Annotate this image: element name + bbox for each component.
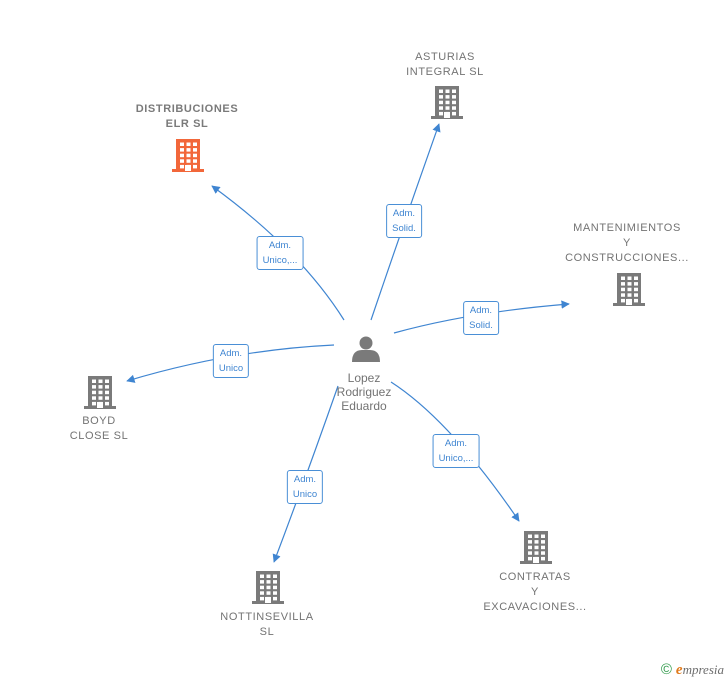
relation-label-nottinsevilla-line: Unico [292,489,318,500]
relation-label-boyd[interactable]: Adm. Unico [212,344,250,378]
company-name-asturias-line: INTEGRAL SL [406,66,484,78]
company-name-contratas[interactable]: CONTRATAS Y EXCAVACIONES... [483,570,586,615]
company-name-boyd[interactable]: BOYD CLOSE SL [70,414,129,444]
company-name-contratas-line: EXCAVACIONES... [483,601,587,613]
company-name-nottinsevilla-line: SL [259,626,275,638]
relation-label-distribuciones[interactable]: Adm. Unico,... [256,236,304,270]
copyright-icon: © [660,661,672,678]
relation-label-mantenimientos-line: Adm. [469,305,493,316]
building-icon[interactable] [84,376,116,409]
brand-name: empresia [676,661,724,679]
company-name-contratas-line: Y [531,586,539,598]
company-name-contratas-line: CONTRATAS [499,571,571,583]
building-icon[interactable] [520,531,552,564]
building-icon[interactable] [252,571,284,604]
person-icon[interactable] [352,336,380,363]
company-name-mantenimientos-line: MANTENIMIENTOS [573,222,681,234]
company-name-mantenimientos-line: Y [623,237,631,249]
brand-watermark: © empresia [661,661,724,679]
person-name-line: Lopez [347,371,381,385]
relation-label-contratas-line: Unico,... [438,453,474,464]
relation-label-nottinsevilla[interactable]: Adm. Unico [286,470,324,504]
relation-label-distribuciones-line: Adm. [268,240,292,251]
company-name-mantenimientos[interactable]: MANTENIMIENTOS Y CONSTRUCCIONES... [565,221,689,266]
brand-initial: e [675,662,683,678]
person-name-line: Eduardo [341,399,387,413]
relation-label-boyd-line: Unico [218,363,244,374]
building-icon[interactable] [172,139,204,172]
edges-layer [126,123,570,563]
company-name-mantenimientos-line: CONSTRUCCIONES... [565,252,689,264]
company-name-distribuciones[interactable]: DISTRIBUCIONES ELR SL [136,102,239,132]
relation-label-contratas-line: Adm. [444,438,468,449]
relation-label-distribuciones-line: Unico,... [262,255,298,266]
company-name-nottinsevilla-line: NOTTINSEVILLA [220,611,314,623]
company-name-asturias[interactable]: ASTURIAS INTEGRAL SL [406,50,484,80]
relation-label-boyd-line: Adm. [219,348,243,359]
company-name-asturias-line: ASTURIAS [415,51,475,63]
building-icon[interactable] [613,273,645,306]
relation-label-asturias[interactable]: Adm. Solid. [386,204,422,238]
relation-label-nottinsevilla-line: Adm. [293,474,317,485]
company-name-nottinsevilla[interactable]: NOTTINSEVILLA SL [220,610,313,640]
relation-label-mantenimientos[interactable]: Adm. Solid. [463,301,499,335]
icons-layer [84,86,645,604]
building-icon[interactable] [431,86,463,119]
relation-label-asturias-line: Adm. [392,208,416,219]
company-name-distribuciones-line: DISTRIBUCIONES [135,103,239,115]
brand-rest: mpresia [682,662,724,677]
relation-label-mantenimientos-line: Solid. [469,320,493,331]
company-name-boyd-line: BOYD [82,415,116,427]
company-name-distribuciones-line: ELR SL [165,118,209,130]
company-name-boyd-line: CLOSE SL [69,430,129,442]
relation-label-asturias-line: Solid. [392,223,416,234]
relation-label-contratas[interactable]: Adm. Unico,... [432,434,480,468]
person-name-line: Rodriguez [336,385,392,399]
